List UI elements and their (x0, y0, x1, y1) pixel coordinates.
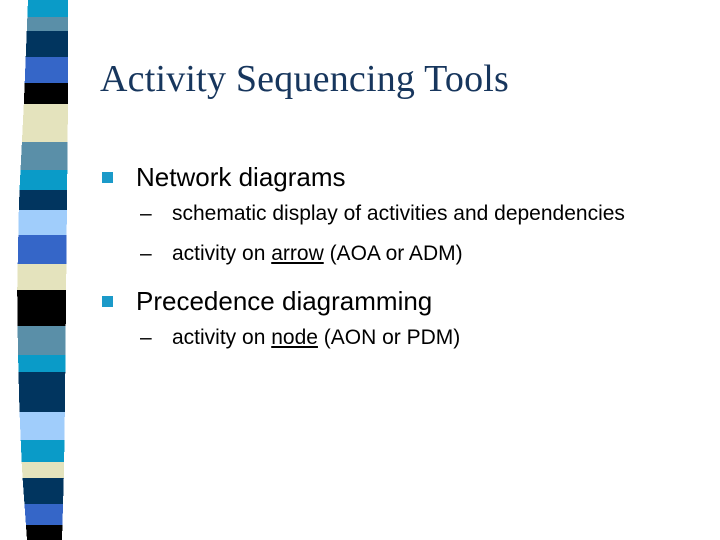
page-title: Activity Sequencing Tools (100, 58, 510, 100)
square-bullet-icon (102, 296, 113, 307)
stripe-band-6 (20, 142, 68, 170)
dash-bullet-icon: – (140, 242, 152, 265)
square-bullet-icon (102, 172, 113, 183)
stripe-band-17 (20, 440, 65, 462)
sub-bullet-label: schematic display of activities and depe… (172, 202, 625, 225)
sub-list-item: – activity on arrow (AOA or ADM) (96, 240, 696, 268)
list-item: Precedence diagramming (96, 284, 696, 318)
sub-bullet-label: activity on node (AON or PDM) (172, 326, 461, 349)
sub-list-item: – schematic display of activities and de… (96, 200, 696, 228)
stripe-band-4 (23, 83, 68, 104)
stripe-band-1 (26, 17, 68, 31)
spacer (96, 230, 696, 240)
sub-list-item: – activity on node (AON or PDM) (96, 324, 696, 352)
left-color-stripe (17, 0, 68, 540)
stripe-band-9 (18, 210, 67, 235)
stripe-band-12 (17, 290, 67, 326)
stripe-band-15 (18, 372, 66, 412)
stripe-band-16 (19, 412, 65, 440)
spacer (96, 270, 696, 284)
dash-bullet-icon: – (140, 202, 152, 225)
list-item: Network diagrams (96, 160, 696, 194)
stripe-band-5 (21, 104, 68, 142)
dash-bullet-icon: – (140, 326, 152, 349)
stripe-band-13 (17, 326, 66, 355)
bullet-list: Network diagrams – schematic display of … (96, 160, 696, 354)
stripe-band-14 (18, 355, 66, 372)
stripe-band-0 (27, 0, 68, 17)
stripe-band-11 (17, 264, 67, 290)
stripe-band-19 (22, 478, 64, 504)
emphasis-underline: node (271, 326, 318, 349)
stripe-band-20 (24, 504, 64, 525)
bullet-label: Precedence diagramming (136, 286, 433, 316)
stripe-band-3 (24, 57, 68, 83)
emphasis-underline: arrow (271, 242, 324, 265)
stripe-band-7 (19, 170, 68, 190)
bullet-label: Network diagrams (136, 162, 346, 192)
stripe-band-18 (21, 462, 65, 478)
stripe-band-10 (17, 235, 67, 264)
stripe-band-21 (25, 525, 63, 540)
stripe-band-8 (18, 190, 68, 210)
sub-bullet-label: activity on arrow (AOA or ADM) (172, 242, 463, 265)
stripe-band-2 (25, 31, 68, 57)
